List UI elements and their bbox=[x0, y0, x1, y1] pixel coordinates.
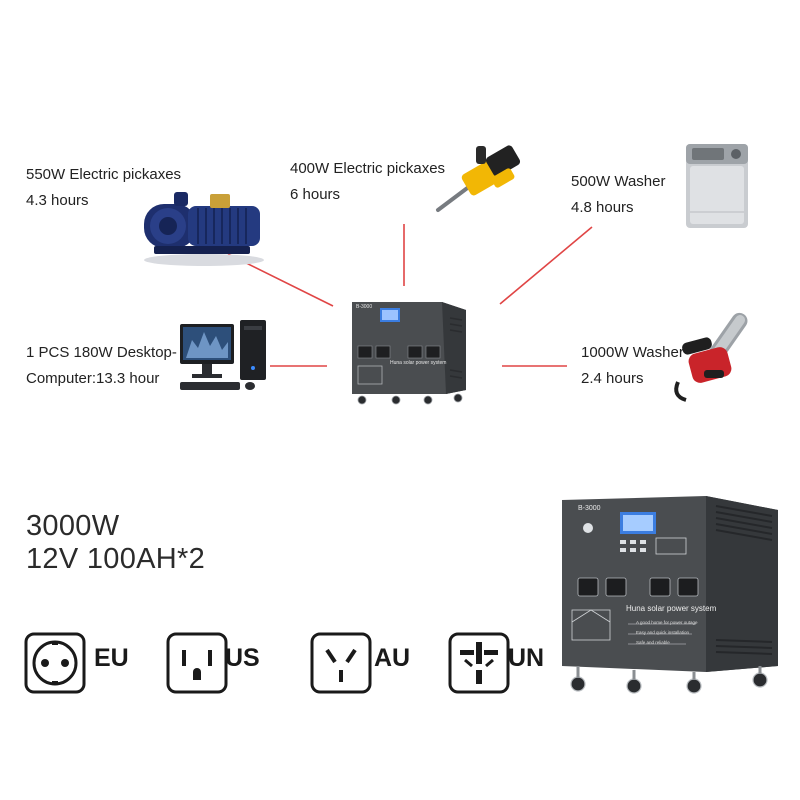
appliance-runtime: Computer:13.3 hour bbox=[26, 370, 160, 387]
desktop-computer-image bbox=[180, 320, 266, 390]
feature-item: A good home for power outage bbox=[636, 620, 698, 625]
appliance-runtime: 6 hours bbox=[290, 186, 341, 203]
appliance-runtime: 4.8 hours bbox=[571, 199, 634, 216]
universal-socket-label: UN bbox=[508, 644, 545, 672]
au-socket-icon bbox=[310, 632, 372, 694]
appliance-label-washer: 500W Washer 4.8 hours bbox=[571, 169, 665, 221]
us-socket-label: US bbox=[225, 644, 260, 672]
eu-socket-icon bbox=[24, 632, 86, 694]
appliance-label-chainsaw: 1000W Washer 2.4 hours bbox=[581, 340, 684, 392]
chainsaw-image bbox=[674, 312, 748, 402]
appliance-label-computer: 1 PCS 180W Desktop- Computer:13.3 hour bbox=[26, 340, 177, 392]
appliance-label-hammer: 400W Electric pickaxes 6 hours bbox=[290, 156, 445, 208]
power-station-small-title: Huna solar power system bbox=[390, 360, 447, 366]
au-socket-label: AU bbox=[374, 644, 411, 672]
feature-item: Easy and quick installation bbox=[636, 630, 690, 635]
power-station-large: B-3000 Huna solar power system A good ho… bbox=[556, 488, 782, 698]
appliance-name: 550W Electric pickaxes bbox=[26, 166, 182, 183]
appliance-label-pump: 550W Electric pickaxes 4.3 hours bbox=[26, 162, 181, 214]
appliance-runtime: 2.4 hours bbox=[581, 370, 644, 387]
universal-socket-icon bbox=[448, 632, 510, 694]
power-station-large-body bbox=[562, 496, 778, 694]
power-station-small-model: B-3000 bbox=[356, 304, 373, 310]
water-pump-image bbox=[144, 192, 264, 266]
washing-machine-image bbox=[686, 144, 748, 228]
power-station-model-label: B-3000 bbox=[578, 505, 601, 512]
us-socket-icon bbox=[166, 632, 228, 694]
appliance-name: 500W Washer bbox=[571, 173, 666, 190]
specs-block: 3000W 12V 100AH*2 bbox=[26, 510, 205, 576]
appliance-runtime: 4.3 hours bbox=[26, 192, 89, 209]
eu-socket-label: EU bbox=[94, 644, 129, 672]
feature-item: Safe and reliable bbox=[636, 640, 670, 645]
connector-line-washer bbox=[499, 226, 593, 305]
power-station-features: A good home for power outage Easy and qu… bbox=[636, 618, 698, 648]
power-station-small-body bbox=[352, 302, 466, 405]
appliance-name: 1 PCS 180W Desktop- bbox=[26, 344, 177, 361]
power-station-panel-title: Huna solar power system bbox=[626, 604, 717, 613]
battery-rating: 12V 100AH*2 bbox=[26, 543, 206, 575]
power-station-small: B-3000 Huna solar power system bbox=[342, 294, 470, 406]
appliance-name: 400W Electric pickaxes bbox=[290, 160, 446, 177]
appliance-name: 1000W Washer bbox=[581, 344, 684, 361]
power-rating: 3000W bbox=[26, 510, 120, 542]
demolition-hammer-image bbox=[436, 145, 521, 212]
